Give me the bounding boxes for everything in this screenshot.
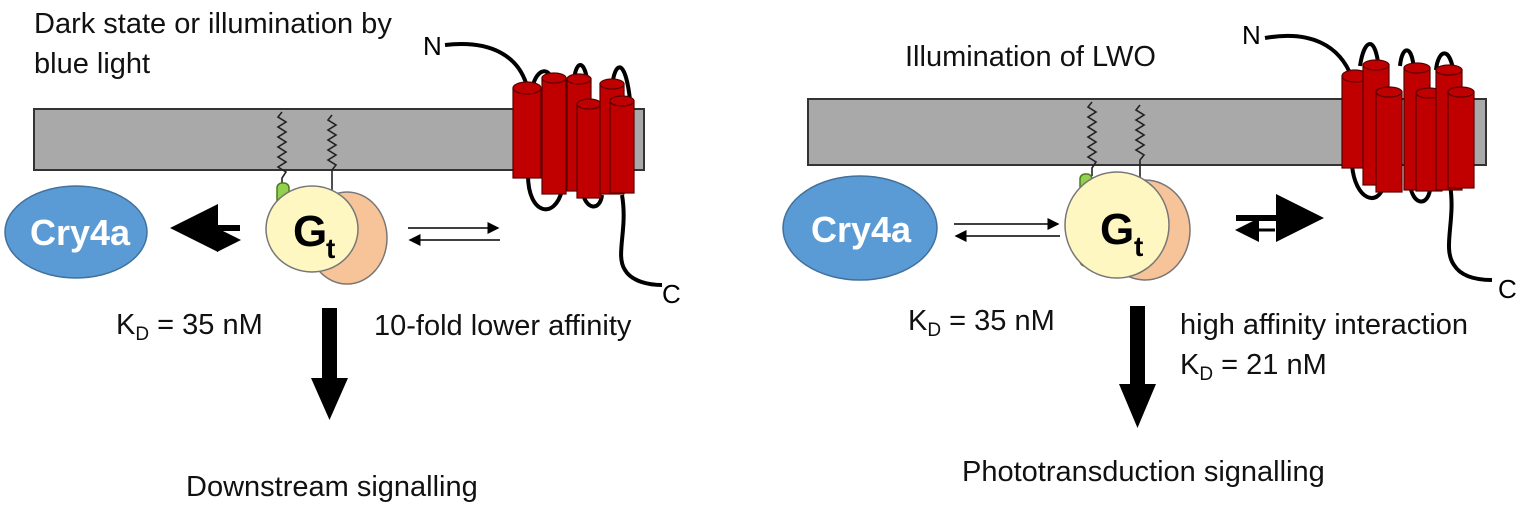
panel-lwo-illumination: G t Cry4a bbox=[770, 0, 1535, 512]
receptor-n-tail bbox=[444, 42, 530, 91]
g-label: G bbox=[293, 207, 327, 256]
cry4a-label: Cry4a bbox=[30, 212, 131, 253]
helix bbox=[1447, 91, 1475, 189]
diagram-lwo-illumination: G t Cry4a bbox=[782, 20, 1517, 428]
kd-label: KD = 35 nM bbox=[116, 308, 263, 352]
receptor-c-tail bbox=[1446, 184, 1493, 282]
helix bbox=[609, 100, 635, 194]
receptor-helices bbox=[1341, 59, 1475, 193]
helix bbox=[512, 87, 542, 179]
kd-label: KD = 35 nM bbox=[908, 304, 1055, 348]
g-alpha-subunit bbox=[1064, 171, 1170, 279]
helix bbox=[566, 73, 592, 85]
kd-subscript: D bbox=[135, 324, 150, 345]
g-protein: G t bbox=[265, 182, 388, 285]
signalling-arrow-shaft bbox=[322, 308, 337, 380]
panel-dark-state: G t Cry4a bbox=[0, 0, 760, 512]
c-terminus-label: C bbox=[662, 279, 681, 309]
helix bbox=[1362, 59, 1390, 71]
receptor-c-tail bbox=[619, 194, 663, 287]
signalling-arrow-head bbox=[1119, 384, 1156, 428]
cry4a-protein bbox=[782, 175, 938, 281]
kd-value: = 35 nM bbox=[149, 309, 263, 341]
kd-prefix: K bbox=[908, 305, 928, 337]
helix bbox=[599, 78, 625, 90]
helix bbox=[609, 95, 635, 107]
kd-subscript: D bbox=[927, 320, 942, 341]
receptor-loop bbox=[526, 174, 564, 212]
helix bbox=[1403, 62, 1431, 74]
cry4a-protein bbox=[4, 185, 148, 279]
n-terminus-label: N bbox=[1242, 20, 1261, 50]
signalling-arrow-shaft bbox=[1130, 306, 1145, 386]
affinity-note: 10-fold lower affinity bbox=[374, 310, 632, 342]
condition-label: Illumination of LWO bbox=[905, 41, 1156, 73]
g-label: G bbox=[1100, 205, 1134, 254]
kd2-subscript: D bbox=[1199, 364, 1214, 385]
helix bbox=[541, 77, 567, 195]
cry4a-label: Cry4a bbox=[811, 209, 912, 250]
kd-prefix: K bbox=[116, 309, 136, 341]
g-protein: G t bbox=[1064, 171, 1191, 281]
lipid-anchor bbox=[326, 114, 338, 195]
receptor-n-tail bbox=[1264, 33, 1354, 79]
condition-label: Dark state or illumination by blue light bbox=[34, 8, 392, 80]
helix bbox=[1375, 86, 1403, 98]
lipid-anchor bbox=[276, 111, 288, 186]
kd-value: = 35 nM bbox=[941, 305, 1055, 337]
lipid-anchor bbox=[1134, 104, 1146, 185]
diagram-dark-state: G t Cry4a bbox=[4, 31, 681, 420]
lipid-anchor bbox=[1086, 101, 1098, 176]
affinity-note: high affinity interaction bbox=[1180, 309, 1469, 341]
receptor-helices bbox=[512, 72, 635, 199]
kd2-prefix: K bbox=[1180, 349, 1200, 381]
helix bbox=[1375, 91, 1403, 193]
helix bbox=[512, 81, 542, 95]
kd2-label: KD = 21 nM bbox=[1180, 348, 1327, 392]
kd2-value: = 21 nM bbox=[1213, 349, 1327, 381]
helix bbox=[1447, 86, 1475, 98]
n-terminus-label: N bbox=[423, 31, 442, 61]
receptor-loop bbox=[1358, 41, 1380, 67]
g-alpha-subunit bbox=[265, 185, 359, 273]
outcome-label: Phototransduction signalling bbox=[962, 456, 1325, 488]
g-subscript: t bbox=[1134, 231, 1143, 262]
helix bbox=[576, 98, 602, 110]
helix bbox=[1435, 64, 1463, 76]
helix bbox=[541, 72, 567, 84]
signalling-arrow-head bbox=[311, 378, 348, 420]
g-subscript: t bbox=[326, 233, 335, 264]
helix bbox=[576, 103, 602, 199]
outcome-label: Downstream signalling bbox=[186, 471, 478, 503]
c-terminus-label: C bbox=[1498, 274, 1517, 304]
